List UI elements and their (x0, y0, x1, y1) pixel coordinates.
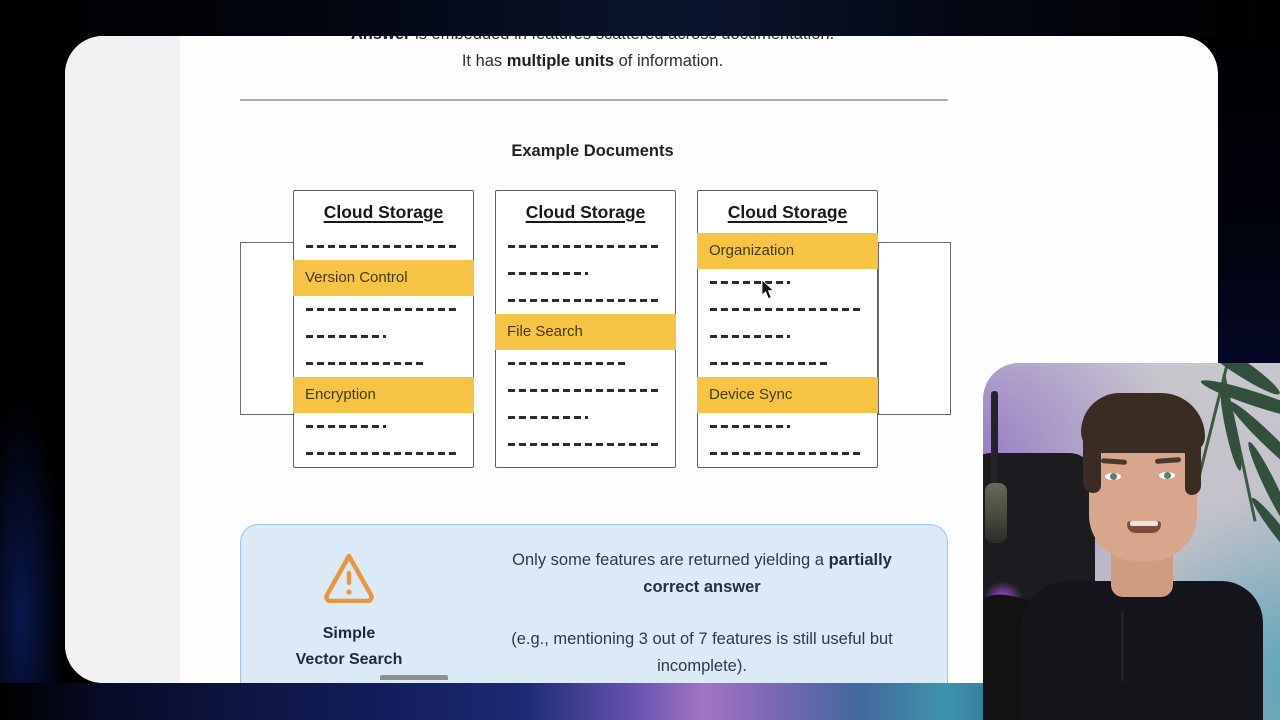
redacted-text-line (496, 350, 675, 377)
redacted-text-line (496, 431, 675, 458)
redacted-text-line (294, 413, 473, 440)
redacted-text-line (294, 323, 473, 350)
desktop-background-glow (0, 380, 70, 720)
document-title: Cloud Storage (323, 201, 444, 222)
redacted-text-line (698, 350, 877, 377)
highlighted-feature: Device Sync (697, 377, 878, 413)
partial-element-edge (380, 675, 448, 680)
document-title: Cloud Storage (525, 201, 646, 222)
redacted-text-line (294, 296, 473, 323)
redacted-text-line (496, 377, 675, 404)
document-card-2: Cloud Storage File Search (495, 190, 676, 468)
method-label: Simple Vector Search (295, 625, 403, 668)
redacted-text-line (294, 350, 473, 377)
background-document-card-right (878, 242, 951, 415)
redacted-text-line (698, 413, 877, 440)
redacted-text-line (496, 404, 675, 431)
intro-text-line2: It has multiple units of information. (461, 52, 724, 70)
redacted-text-line (496, 260, 675, 287)
redacted-text-line (294, 440, 473, 467)
presenter-hair-side (1185, 433, 1201, 495)
presenter-webcam-overlay (983, 363, 1280, 720)
highlighted-feature: File Search (495, 314, 676, 350)
presenter-mouth (1127, 521, 1161, 533)
slide-margin (65, 36, 180, 683)
microphone-arm (991, 391, 998, 511)
presenter-hair-side (1083, 435, 1101, 493)
callout-left-column: Simple Vector Search (241, 525, 457, 683)
highlighted-feature: Version Control (293, 260, 474, 296)
callout-paragraph-1: Only some features are returned yielding… (512, 551, 892, 596)
horizontal-divider (240, 99, 948, 101)
warning-triangle-icon (324, 553, 374, 603)
callout-info-box: Simple Vector Search Only some features … (240, 524, 948, 683)
highlighted-feature: Encryption (293, 377, 474, 413)
highlighted-feature: Organization (697, 233, 878, 269)
callout-paragraph-2: (e.g., mentioning 3 out of 7 features is… (511, 630, 893, 675)
redacted-text-line (294, 233, 473, 260)
microphone (985, 483, 1007, 543)
mouse-cursor (761, 280, 775, 300)
document-rows: File Search (495, 233, 676, 458)
presenter-hair (1081, 393, 1205, 453)
slide-content: Answer is embedded in features scattered… (180, 25, 1005, 683)
redacted-text-line (698, 440, 877, 467)
section-title: Example Documents (511, 142, 674, 160)
redacted-text-line (698, 323, 877, 350)
redacted-text-line (698, 269, 877, 296)
redacted-text-line (496, 287, 675, 314)
document-title: Cloud Storage (727, 201, 848, 222)
presenter-torso (1021, 581, 1263, 720)
redacted-text-line (496, 233, 675, 260)
callout-text-column: Only some features are returned yielding… (457, 525, 947, 683)
shirt-collar (1121, 611, 1124, 681)
top-letterbox-bar (0, 0, 1280, 36)
redacted-text-line (698, 296, 877, 323)
